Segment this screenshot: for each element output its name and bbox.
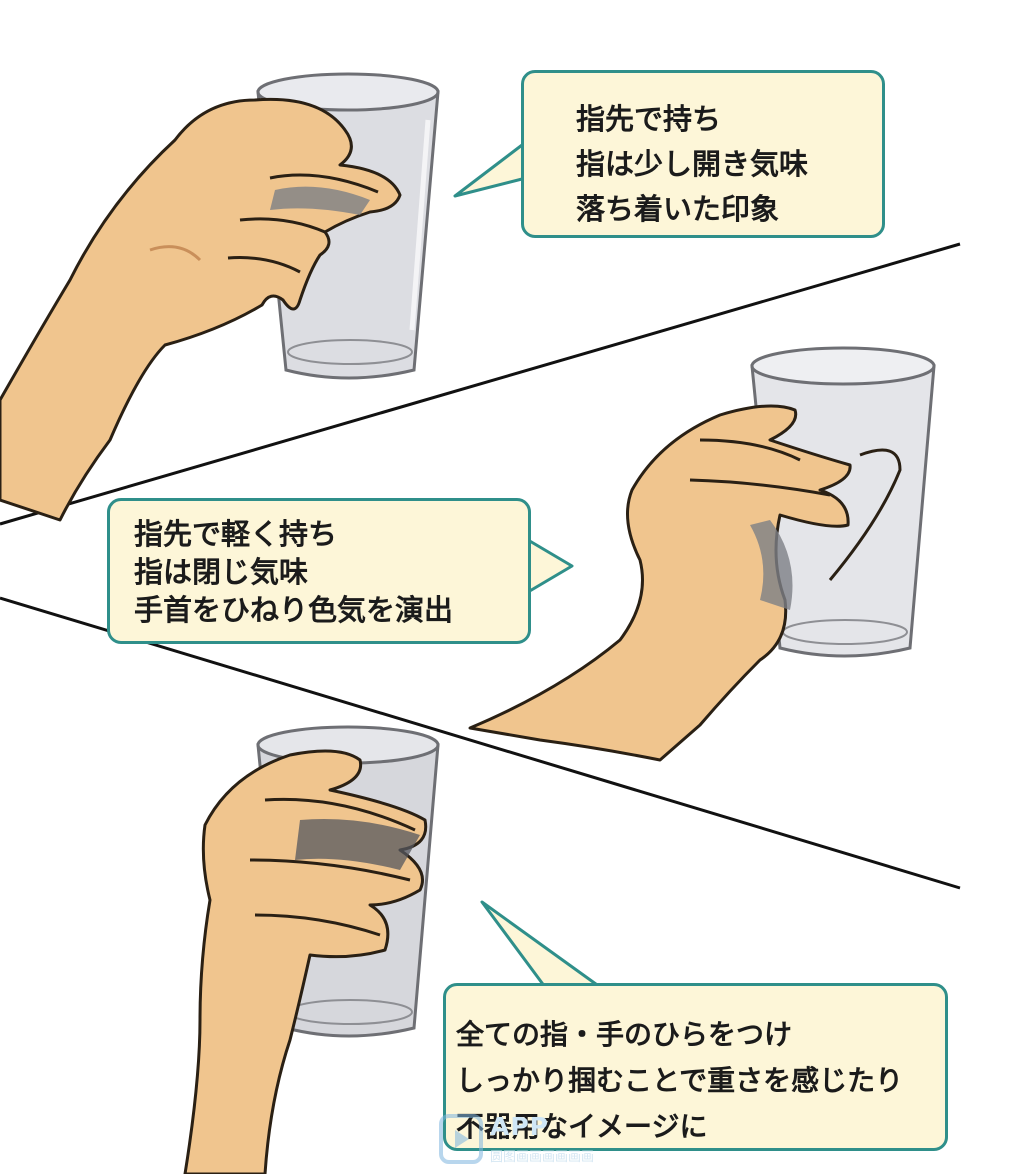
bubble-bottom-line-2: しっかり掴むことで重さを感じたり (456, 1064, 904, 1097)
watermark: APP 圆图画画画画画画 (438, 1108, 638, 1170)
bubble-bottom-line-1: 全ての指・手のひらをつけ (456, 1018, 793, 1051)
bubble-top-line-1: 指先で持ち (576, 102, 722, 136)
hand-2 (468, 404, 902, 762)
bubble-middle-line-2: 指は閉じ気味 (134, 555, 309, 589)
watermark-title: APP (490, 1112, 549, 1141)
app-logo-icon (439, 1114, 483, 1164)
panel-divider-2 (0, 596, 961, 890)
hand-1 (0, 97, 402, 522)
speech-bubble-top: 指先で持ち 指は少し開き気味 落ち着いた印象 (521, 70, 885, 238)
bubble-middle-line-1: 指先で軽く持ち (134, 517, 338, 551)
bubble-bottom-line-3: 不器用なイメージに (456, 1110, 708, 1143)
speech-bubble-middle: 指先で軽く持ち 指は閉じ気味 手首をひねり色気を演出 (107, 498, 531, 644)
speech-bubble-bottom: 全ての指・手のひらをつけ しっかり掴むことで重さを感じたり 不器用なイメージに (443, 983, 948, 1151)
bubble-top-line-2: 指は少し開き気味 (576, 147, 809, 181)
bubble-middle-line-3: 手首をひねり色気を演出 (134, 593, 454, 627)
bubble-top-line-3: 落ち着いた印象 (576, 192, 780, 226)
watermark-subtitle: 圆图画画画画画画 (490, 1150, 595, 1165)
bubble-2-tail (527, 538, 574, 594)
panel-divider-1 (0, 242, 961, 526)
bubble-3-tail (480, 900, 601, 989)
bubble-1-tail (453, 140, 527, 198)
hand-3 (183, 749, 428, 1174)
